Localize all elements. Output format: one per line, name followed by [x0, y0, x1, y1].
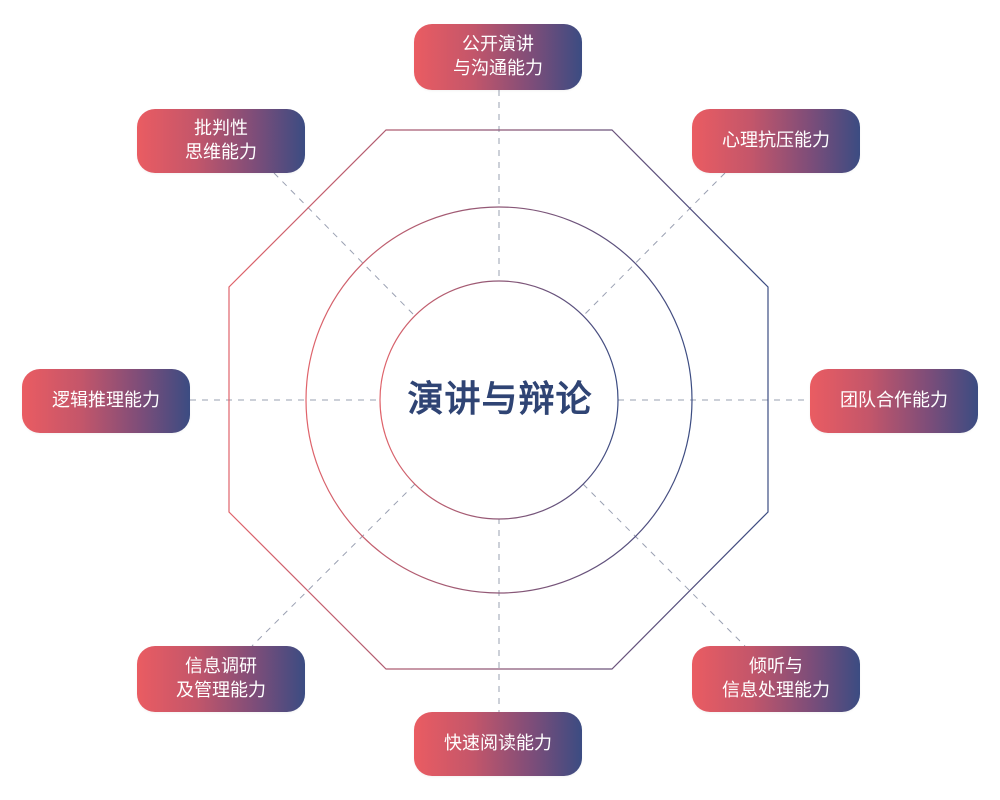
- skill-pill-bottom: 快速阅读能力: [414, 712, 582, 776]
- skill-label-line1: 团队合作能力: [840, 390, 948, 411]
- skill-pill-top-right: 心理抗压能力: [692, 109, 860, 173]
- skill-label-line2: 及管理能力: [176, 680, 266, 701]
- skill-pill-left: 逻辑推理能力: [22, 369, 190, 433]
- skill-label-line2: 思维能力: [185, 142, 257, 163]
- skill-label-line1: 信息调研: [185, 656, 257, 677]
- inner-circle: [379, 280, 619, 520]
- skill-label-line1: 倾听与: [749, 656, 803, 677]
- skill-label-line1: 逻辑推理能力: [52, 390, 160, 411]
- skill-pill-right: 团队合作能力: [810, 369, 978, 433]
- connector-bottom-left: [251, 483, 416, 647]
- outer-circle: [305, 206, 693, 594]
- connector-top-right: [582, 172, 726, 317]
- skill-label-line1: 批判性: [194, 118, 248, 139]
- skill-label-line2: 与沟通能力: [453, 58, 543, 79]
- connector-lines: [190, 90, 810, 712]
- octagon-outline: [228, 129, 769, 670]
- skill-pill-top-left: 批判性 思维能力: [137, 109, 305, 173]
- skill-pill-top: 公开演讲 与沟通能力: [414, 24, 582, 90]
- connector-bottom-right: [582, 483, 746, 647]
- skill-pill-bottom-right: 倾听与 信息处理能力: [692, 646, 860, 712]
- skill-label-line2: 信息处理能力: [722, 680, 830, 701]
- connector-top-left: [273, 172, 416, 317]
- skill-label-line1: 心理抗压能力: [722, 130, 830, 151]
- skill-label-line1: 公开演讲: [462, 34, 534, 55]
- skill-label-line1: 快速阅读能力: [444, 733, 552, 754]
- skill-pill-bottom-left: 信息调研 及管理能力: [137, 646, 305, 712]
